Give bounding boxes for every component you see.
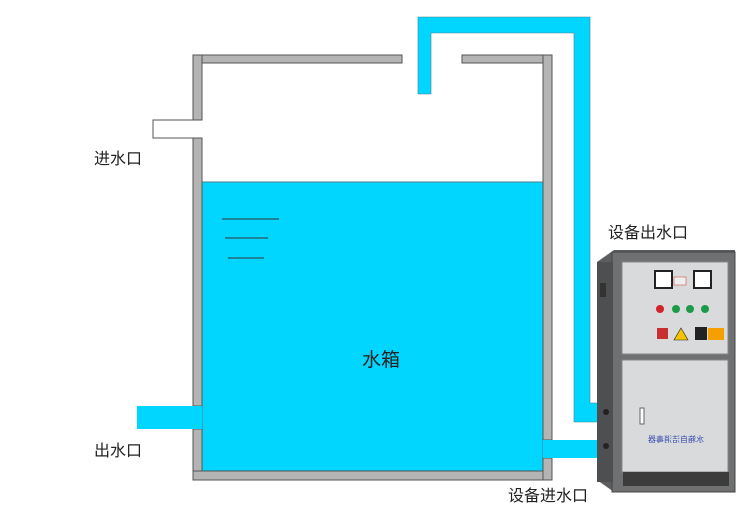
water-level-marks bbox=[222, 218, 279, 259]
inlet-pipe bbox=[152, 119, 202, 139]
outlet-pipe bbox=[137, 406, 202, 429]
device-inlet-label: 设备进水口 bbox=[508, 486, 589, 505]
tank-label: 水箱 bbox=[362, 349, 401, 371]
disinfection-device bbox=[597, 250, 736, 493]
tank-water bbox=[201, 181, 544, 472]
device-outlet-label: 设备出水口 bbox=[608, 223, 689, 242]
inlet-label: 进水口 bbox=[94, 149, 143, 168]
device-inlet-pipe bbox=[543, 440, 607, 458]
device-panel-text: 水箱自洁消毒器 bbox=[648, 435, 704, 444]
outlet-label: 出水口 bbox=[94, 441, 143, 460]
